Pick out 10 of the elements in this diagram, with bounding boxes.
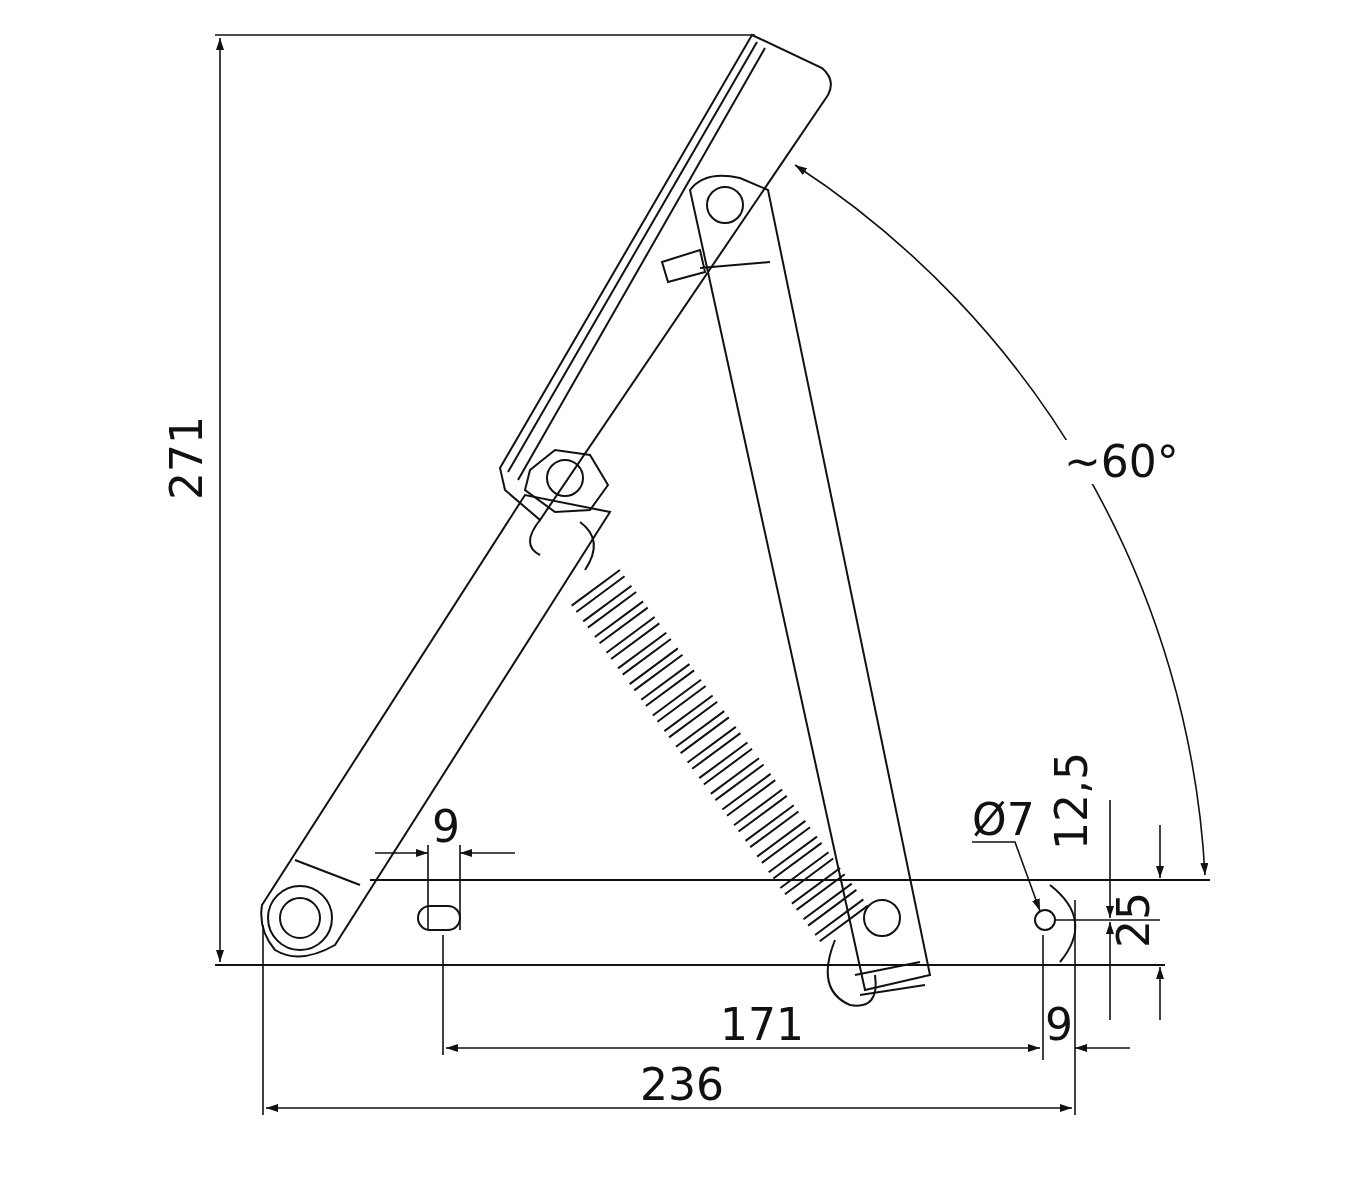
dimension-value: 271 (165, 416, 209, 500)
dimension-value: 236 (640, 1063, 724, 1107)
mounting-hole (1034, 909, 1056, 931)
dimension-value: 171 (720, 1003, 804, 1047)
leader-line (971, 841, 1041, 912)
dimension-value: 9 (1045, 1003, 1073, 1047)
diameter-label: Ø7 (972, 798, 1035, 842)
dimension-value: 25 (1112, 892, 1156, 948)
dimension-value: 9 (432, 805, 460, 849)
dimension-value: 12,5 (1050, 752, 1094, 850)
